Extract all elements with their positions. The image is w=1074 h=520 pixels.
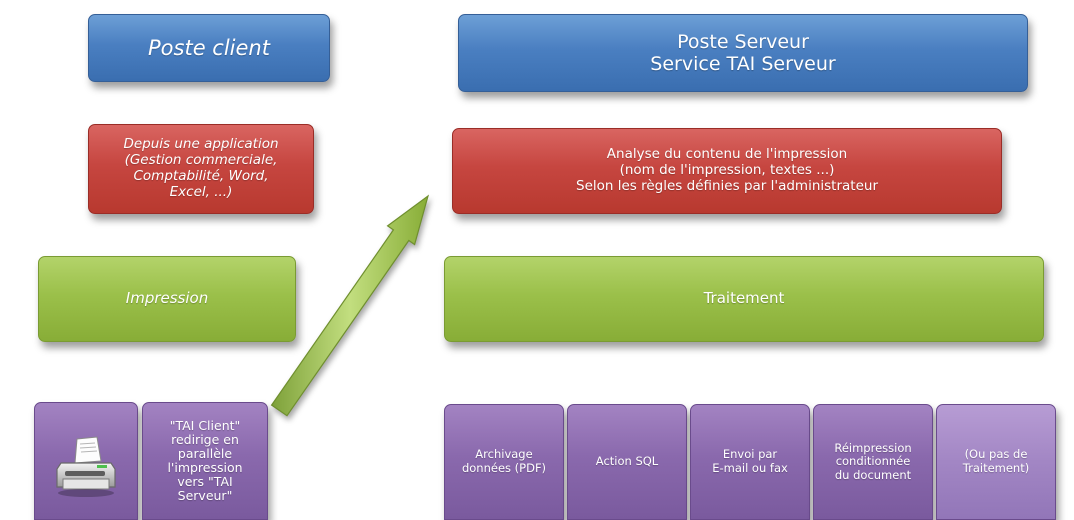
traitement-box: Traitement [444,256,1044,342]
client-station-title: Poste client [88,14,330,82]
action-archivage-text: Archivage données (PDF) [461,447,547,475]
printer-icon [53,416,119,506]
action-none-text: (Ou pas de Traitement) [962,447,1030,475]
client-application-box: Depuis une application (Gestion commerci… [88,124,314,214]
impression-text: Impression [125,289,209,308]
traitement-text: Traitement [703,289,785,308]
printer-box [34,402,138,520]
action-reimpression-text: Réimpression conditionnée du document [834,440,912,482]
client-station-title-text: Poste client [148,35,270,60]
action-envoi-text: Envoi par E-mail ou fax [712,447,788,475]
action-sql-text: Action SQL [595,454,659,469]
action-sql: Action SQL [567,404,687,520]
tai-client-box: "TAI Client" redirige en parallèle l'imp… [142,402,268,520]
impression-box: Impression [38,256,296,342]
server-station-title: Poste Serveur Service TAI Serveur [458,14,1028,92]
server-station-title-text: Poste Serveur Service TAI Serveur [650,30,836,75]
action-envoi: Envoi par E-mail ou fax [690,404,810,520]
client-application-text: Depuis une application (Gestion commerci… [123,136,279,200]
tai-client-text: "TAI Client" redirige en parallèle l'imp… [167,418,243,503]
server-analysis-box: Analyse du contenu de l'impression (nom … [452,128,1002,214]
action-none: (Ou pas de Traitement) [936,404,1056,520]
action-reimpression: Réimpression conditionnée du document [813,404,933,520]
action-archivage: Archivage données (PDF) [444,404,564,520]
server-analysis-text: Analyse du contenu de l'impression (nom … [576,146,878,194]
